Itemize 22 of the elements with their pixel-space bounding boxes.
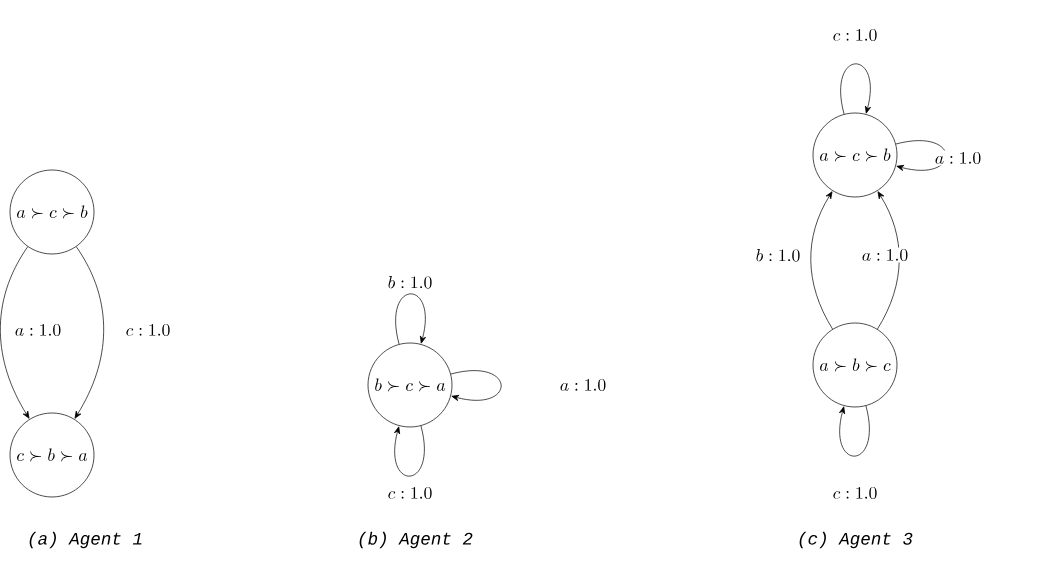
edge-label: $b : 1.0$: [385, 274, 435, 290]
edge-label: $a : 1.0$: [860, 247, 910, 263]
caption: (c) Agent 3: [799, 531, 913, 549]
arrow: [839, 405, 870, 457]
arrow: [450, 370, 502, 401]
arrow: [810, 191, 833, 330]
arrow: [74, 246, 105, 419]
arrow: [877, 191, 900, 330]
edge-label: $a : 1.0$: [933, 150, 983, 166]
edge-label: $c : 1.0$: [830, 27, 880, 43]
edge-label: $b : 1.0$: [753, 247, 803, 263]
arrow: [394, 425, 425, 477]
arrow: [395, 293, 426, 345]
edge-label: $c : 1.0$: [385, 485, 435, 501]
edge-label: $c : 1.0$: [830, 485, 880, 501]
edge-label: $c : 1.0$: [123, 322, 173, 338]
edge-label: $a : 1.0$: [558, 377, 608, 393]
arrow: [840, 63, 871, 115]
caption: (b) Agent 2: [359, 531, 473, 549]
caption: (a) Agent 1: [29, 531, 142, 549]
arrow: [0, 246, 30, 419]
edge-label: $a : 1.0$: [13, 322, 63, 338]
